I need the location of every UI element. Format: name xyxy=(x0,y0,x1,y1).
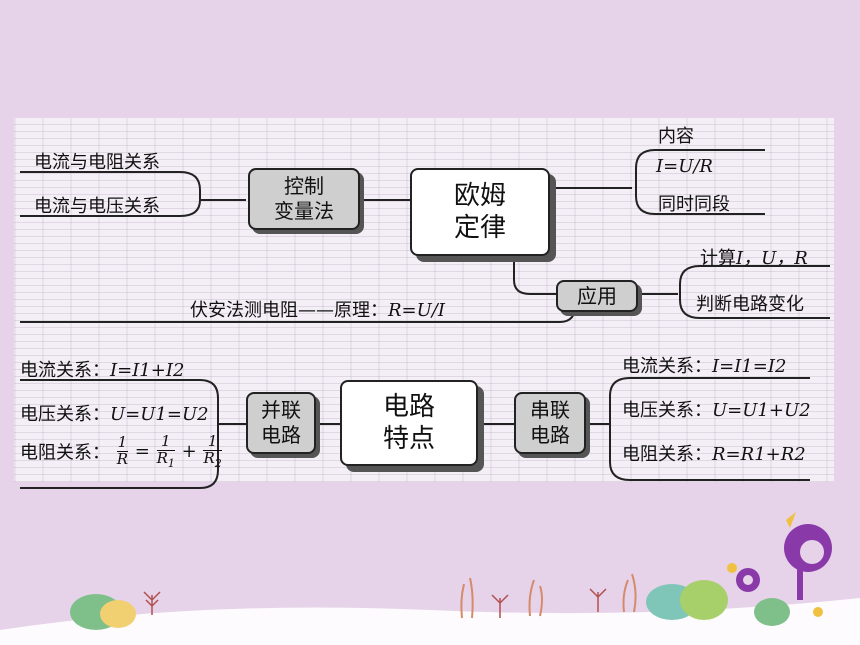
parallel-circuit-node: 并联 电路 xyxy=(246,392,316,454)
ser-resistance-label: 电阻关系：R=R1+R2 xyxy=(622,444,806,465)
calc-label: 计算I，U，R xyxy=(700,248,808,269)
par-current-label: 电流关系：I=I1+I2 xyxy=(20,360,185,381)
circuit-features-node: 电路 特点 xyxy=(340,380,478,466)
series-circuit-node: 串联 电路 xyxy=(514,392,586,454)
judge-change-label: 判断电路变化 xyxy=(696,294,804,315)
bush-icon xyxy=(754,598,790,626)
apply-node: 应用 xyxy=(556,280,638,312)
ground-curve-icon xyxy=(0,598,860,645)
voltammetry-label: 伏安法测电阻——原理：R=U/I xyxy=(190,300,445,321)
current-resistance-label: 电流与电阻关系 xyxy=(34,152,160,173)
ser-current-label: 电流关系：I=I1=I2 xyxy=(622,356,787,377)
ohm-law-node: 欧姆 定律 xyxy=(410,168,550,256)
ser-voltage-label: 电压关系：U=U1+U2 xyxy=(622,400,811,421)
par-voltage-label: 电压关系：U=U1=U2 xyxy=(20,404,209,425)
tree-icon xyxy=(143,591,161,615)
bush-icon xyxy=(100,600,136,628)
flower-icon xyxy=(727,512,832,617)
grass-icon xyxy=(460,573,637,619)
content-label: 内容 xyxy=(658,126,694,147)
tree-icon xyxy=(491,588,607,618)
control-variable-node: 控制 变量法 xyxy=(248,168,360,230)
current-voltage-label: 电流与电压关系 xyxy=(34,196,160,217)
same-segment-label: 同时同段 xyxy=(658,194,730,215)
ohm-formula-label: I=U/R xyxy=(656,156,713,177)
bush-icon xyxy=(680,580,728,620)
